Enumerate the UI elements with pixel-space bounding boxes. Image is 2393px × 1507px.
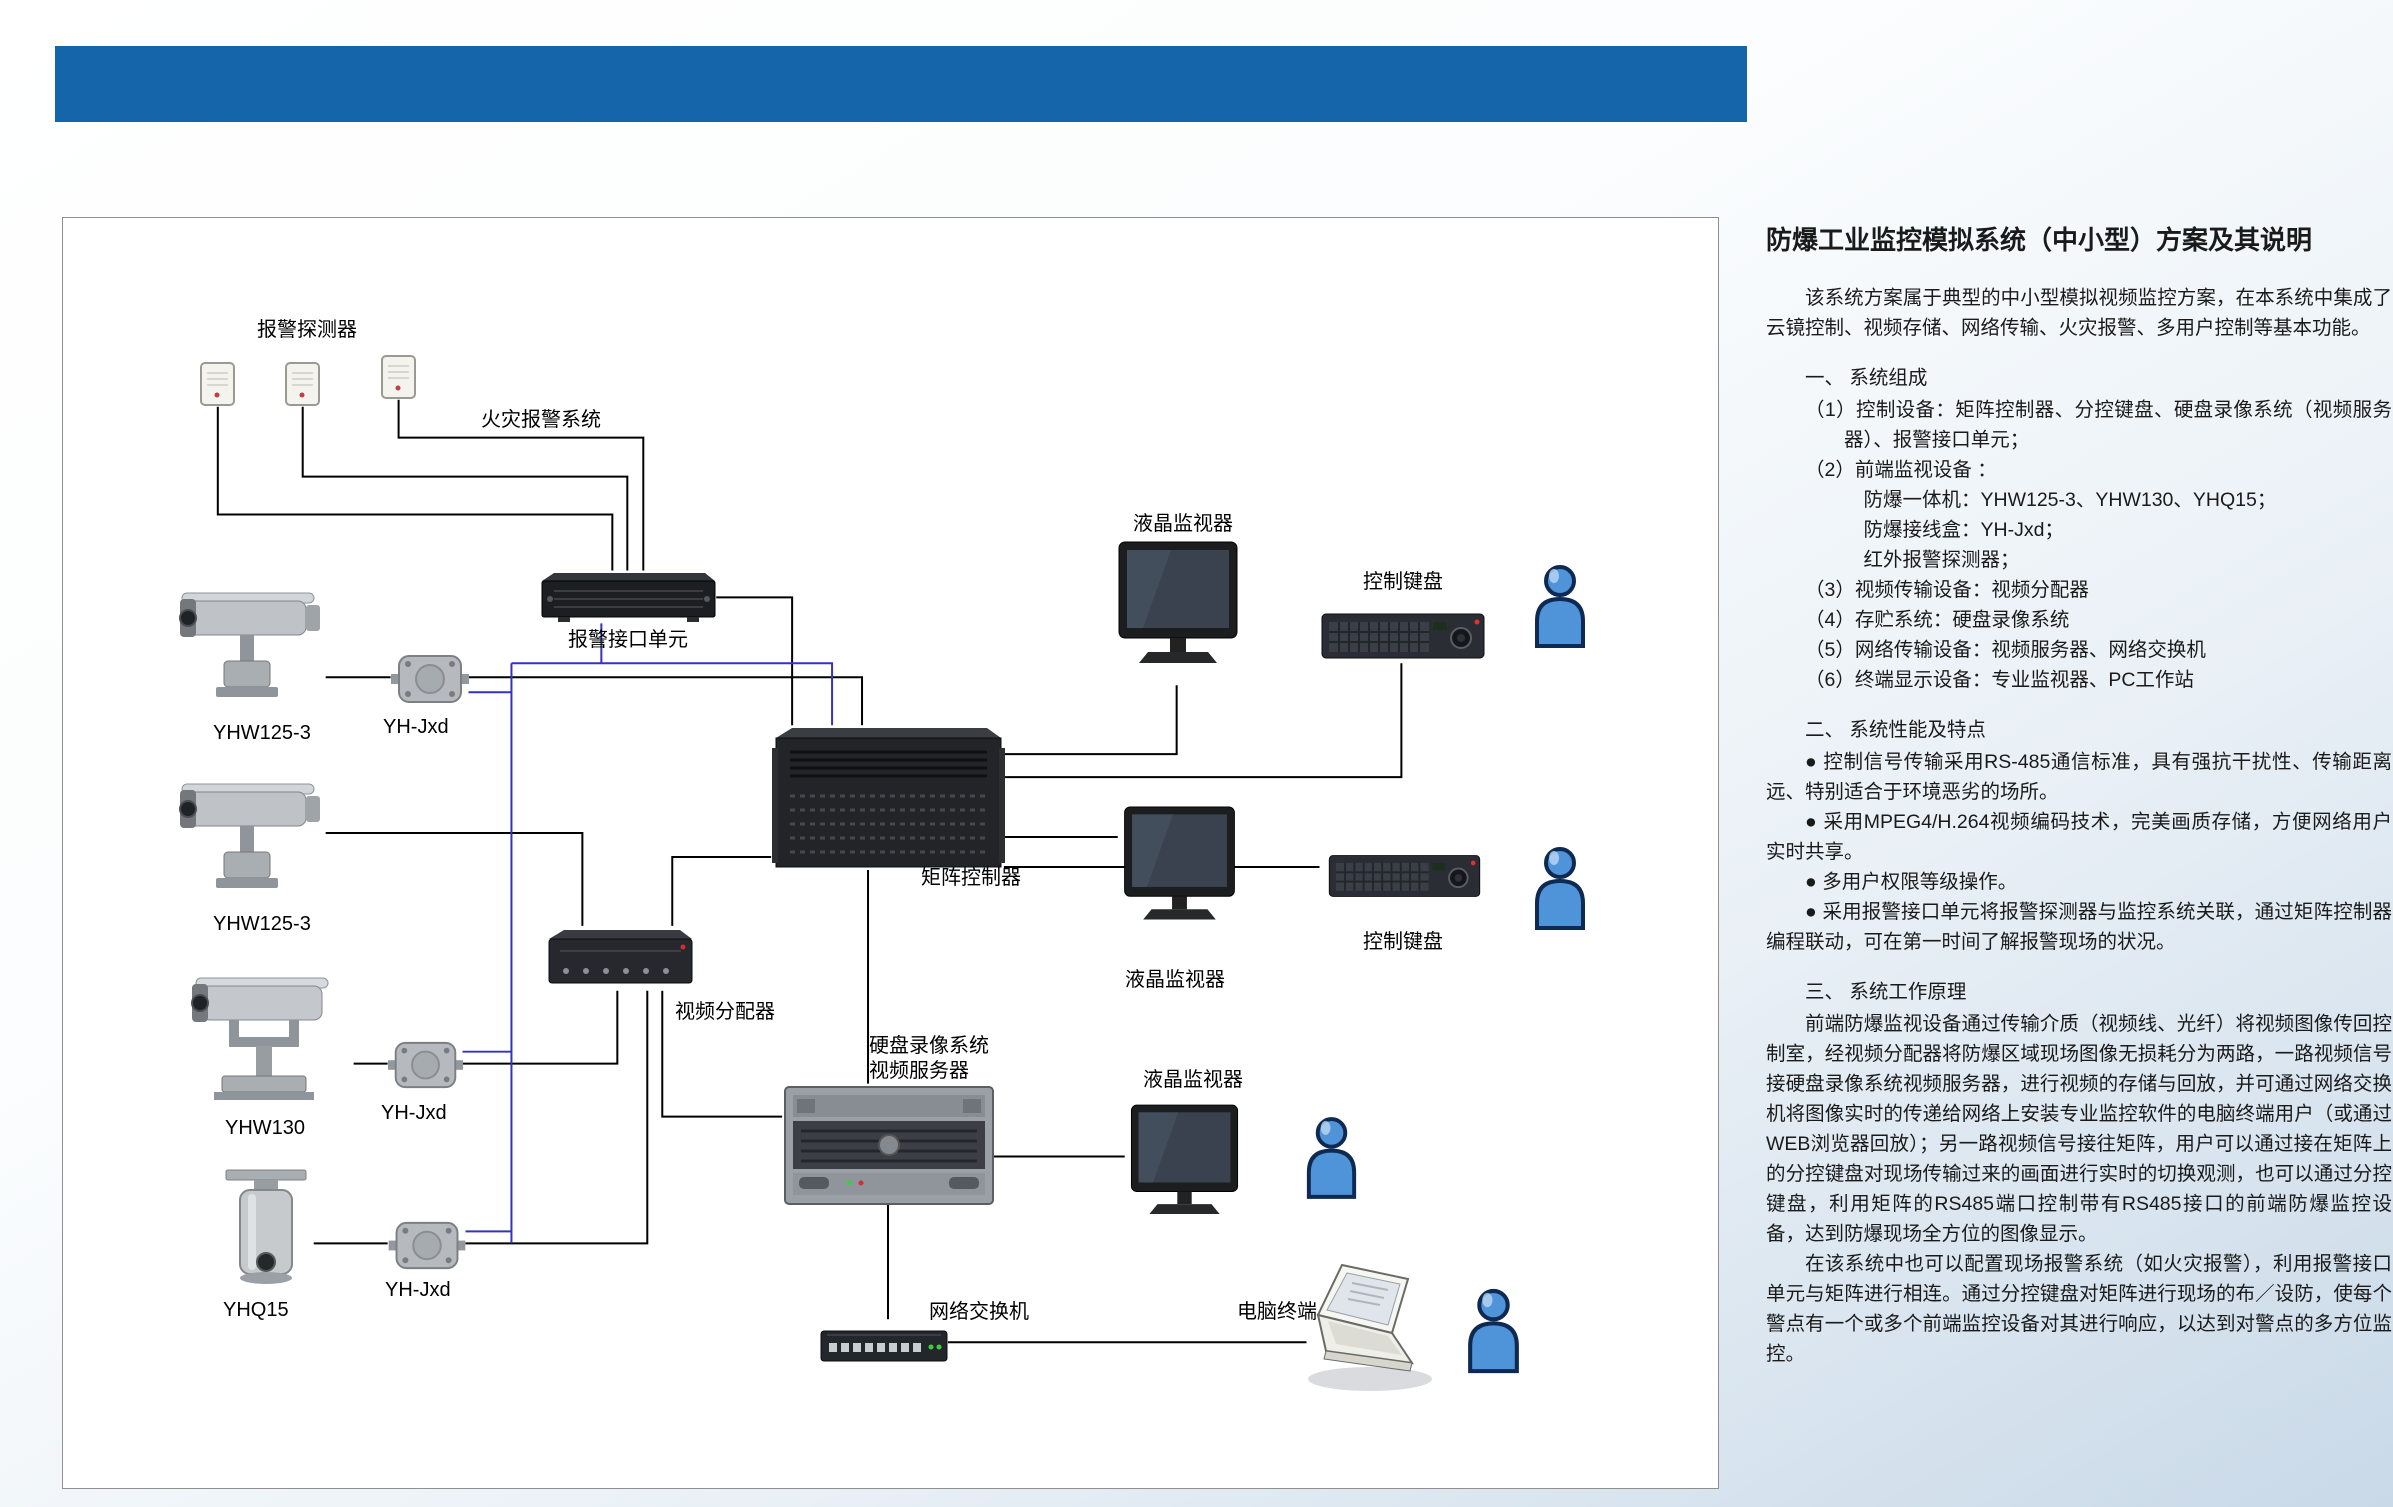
control-keyboard-icon <box>1321 850 1488 902</box>
junction-box-icon <box>391 648 469 710</box>
junction-box-label: YH-Jxd <box>383 716 449 738</box>
article-title: 防爆工业监控模拟系统（中小型）方案及其说明 <box>1766 225 2313 255</box>
composition-subitem: 防爆接线盒：YH-Jxd； <box>1863 519 2064 541</box>
composition-item: （2）前端监视设备 ： <box>1805 459 1997 481</box>
ptz-camera-yhw125-icon <box>168 577 326 710</box>
principle-paragraph: 前端防爆监视设备通过传输介质（视频线、光纤）将视频图像传回控制室，经视频分配器将… <box>1766 1013 2392 1245</box>
network-switch-label: 网络交换机 <box>929 1301 1029 1323</box>
alarm-detector-icon <box>380 354 417 400</box>
composition-item: （6）终端显示设备：专业监视器、PC工作站 <box>1805 669 2194 691</box>
control-keyboard-label: 控制键盘 <box>1363 571 1443 593</box>
lcd-monitor-label: 液晶监视器 <box>1133 513 1233 535</box>
camera-yhw130-label: YHW130 <box>225 1117 306 1139</box>
composition-item: （5）网络传输设备：视频服务器、网络交换机 <box>1805 639 2206 661</box>
feature-bullet: ● 多用户权限等级操作。 <box>1805 871 2018 893</box>
camera-yhw125-label: YHW125-3 <box>213 913 311 935</box>
fire-alarm-system-label: 火灾报警系统 <box>481 409 601 431</box>
alarm-detector-icon <box>284 361 321 407</box>
video-server-label: 视频服务器 <box>869 1060 969 1082</box>
alarm-detector-icon <box>199 361 236 407</box>
composition-item: （1）控制设备：矩阵控制器、分控键盘、硬盘录像系统（视频服务器）、报警接口单元； <box>1805 399 2392 451</box>
control-keyboard-label: 控制键盘 <box>1363 931 1443 953</box>
composition-item: （4）存贮系统：硬盘录像系统 <box>1805 609 2070 631</box>
dvr-video-server-icon <box>783 1085 995 1206</box>
ptz-camera-yhw125-icon <box>168 768 326 901</box>
lcd-monitor-icon <box>1126 1098 1243 1240</box>
matrix-controller-label: 矩阵控制器 <box>921 867 1021 889</box>
diagram-panel: 报警探测器 火灾报警系统 报警接口单元 YHW125-3 YH-Jxd YHW1… <box>62 217 1719 1489</box>
feature-bullet: ● 控制信号传输采用RS-485通信标准，具有强抗干扰性、传输距离远、特别适合于… <box>1766 751 2392 803</box>
article-intro: 该系统方案属于典型的中小型模拟视频监控方案，在本系统中集成了云镜控制、视频存储、… <box>1766 287 2392 339</box>
camera-yhq15-label: YHQ15 <box>223 1299 289 1321</box>
user-person-icon <box>1299 1113 1364 1201</box>
lcd-monitor-icon <box>1113 540 1243 686</box>
camera-yhw125-label: YHW125-3 <box>213 722 311 744</box>
connection-wires <box>216 399 1403 1344</box>
lcd-monitor-icon <box>1119 803 1240 943</box>
junction-box-icon <box>388 1217 466 1274</box>
alarm-interface-unit-label: 报警接口单元 <box>568 629 688 651</box>
alarm-interface-unit-icon <box>540 571 717 624</box>
user-person-icon <box>1460 1284 1527 1376</box>
lcd-monitor-label: 液晶监视器 <box>1125 969 1225 991</box>
ptz-camera-yhw130-icon <box>174 974 354 1110</box>
description-panel: 防爆工业监控模拟系统（中小型）方案及其说明 该系统方案属于典型的中小型模拟视频监… <box>1766 220 2392 1369</box>
lcd-monitor-label: 液晶监视器 <box>1143 1069 1243 1091</box>
matrix-controller-icon <box>772 726 1005 871</box>
control-keyboard-icon <box>1321 608 1485 664</box>
feature-bullet: ● 采用报警接口单元将报警探测器与监控系统关联，通过矩阵控制器编程联动，可在第一… <box>1766 901 2392 953</box>
fixed-camera-yhq15-icon <box>218 1166 314 1290</box>
network-switch-icon <box>819 1321 949 1367</box>
composition-subitem: 防爆一体机：YHW125-3、YHW130、YHQ15； <box>1863 489 2277 511</box>
video-distributor-icon <box>546 927 695 992</box>
composition-subitem: 红外报警探测器； <box>1863 549 2020 571</box>
user-person-icon <box>1527 845 1593 930</box>
principle-paragraph: 在该系统中也可以配置现场报警系统（如火灾报警），利用报警接口单元与矩阵进行相连。… <box>1766 1253 2392 1365</box>
video-distributor-label: 视频分配器 <box>675 1001 775 1023</box>
junction-box-icon <box>388 1036 463 1094</box>
top-banner <box>55 46 1747 122</box>
section-principle-heading: 三、 系统工作原理 <box>1805 981 1967 1003</box>
user-person-icon <box>1527 563 1593 648</box>
laptop-icon <box>1290 1259 1438 1398</box>
pc-terminal-label: 电脑终端 <box>1237 1301 1317 1323</box>
junction-box-label: YH-Jxd <box>385 1279 451 1301</box>
section-composition-heading: 一、 系统组成 <box>1805 367 1928 389</box>
section-features-heading: 二、 系统性能及特点 <box>1805 719 1986 741</box>
alarm-detector-label: 报警探测器 <box>257 319 357 341</box>
feature-bullet: ● 采用MPEG4/H.264视频编码技术，完美画质存储，方便网络用户实时共享。 <box>1766 811 2392 863</box>
composition-item: （3）视频传输设备：视频分配器 <box>1805 579 2089 601</box>
junction-box-label: YH-Jxd <box>381 1102 447 1124</box>
dvr-system-label: 硬盘录像系统 <box>869 1035 989 1057</box>
